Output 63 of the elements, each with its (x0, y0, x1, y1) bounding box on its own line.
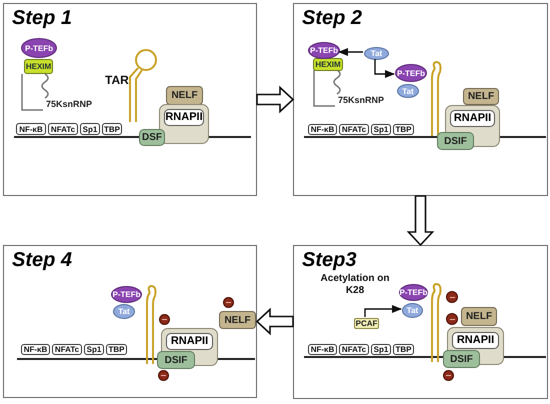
factor-block: NFATc (52, 344, 82, 355)
step-panel (293, 3, 548, 196)
protein-oval: Tat (397, 84, 419, 98)
arrow (374, 59, 395, 78)
step-panel (3, 245, 257, 398)
rna-hairpin (144, 285, 157, 365)
block-arrow (256, 308, 294, 336)
snrna-strand: 75KsnRNP (311, 70, 383, 107)
factor-block: Sp1 (371, 344, 391, 355)
factor-block: Sp1 (371, 124, 391, 135)
factor-block: TBP (102, 123, 122, 135)
snrna-strand: 75KsnRNP (19, 74, 91, 113)
factor-block: TBP (106, 344, 127, 355)
protein-block: DSIF (157, 351, 195, 369)
step-panel (293, 245, 548, 399)
protein-block: NELF (461, 307, 497, 326)
protein-oval: P-TEFb (111, 286, 142, 303)
factor-block: NF-κB (21, 344, 50, 355)
factor-block: NFATc (339, 124, 369, 135)
factor-block: Sp1 (80, 123, 100, 135)
arrow (338, 48, 363, 56)
block-arrow (406, 195, 434, 246)
factor-block: NF-κB (16, 123, 46, 135)
phosphate-circle (443, 370, 454, 381)
protein-block: NELF (463, 88, 499, 105)
protein-block: DSIF (437, 132, 474, 150)
protein-oval: P-TEFb (308, 42, 340, 59)
protein-block: DSIF (443, 350, 480, 368)
factor-block: Sp1 (84, 344, 104, 355)
protein-oval: P-TEFb (399, 284, 428, 301)
factor-block: TBP (393, 124, 414, 135)
factor-block: NF-κB (308, 124, 337, 135)
protein-block: HEXIM (24, 59, 53, 74)
protein-oval: Tat (113, 304, 135, 319)
phosphate-circle (446, 313, 458, 325)
phosphate-circle (446, 291, 458, 303)
protein-oval: Tat (364, 47, 389, 60)
block-arrow (256, 86, 294, 114)
protein-block: HEXIM (313, 58, 343, 71)
step-panel (3, 3, 257, 196)
phosphate-circle (223, 297, 234, 308)
protein-block: PCAF (354, 318, 379, 329)
factor-block: NF-κB (308, 344, 337, 355)
protein-block: NELF (219, 311, 256, 329)
step-title: Step 2 (302, 7, 362, 29)
factor-block: NFATc (48, 123, 78, 135)
protein-oval: P-TEFb (21, 38, 57, 58)
protein-oval: P-TEFb (395, 64, 427, 82)
step-title: Step3 (302, 249, 356, 271)
step-title: Step 4 (12, 249, 72, 271)
protein-block: NELF (166, 86, 203, 105)
factor-block: NFATc (339, 344, 369, 355)
edge-label: Acetylation on K28 (320, 273, 390, 297)
rna-hairpin (429, 283, 442, 363)
step-title: Step 1 (12, 7, 72, 29)
phosphate-circle (159, 314, 170, 325)
factor-block: TBP (393, 344, 414, 355)
rna-hairpin: TAR (105, 49, 158, 122)
protein-block: DSF (139, 129, 165, 146)
protein-oval: Tat (402, 303, 423, 318)
phosphate-circle (158, 370, 169, 381)
arrow (364, 305, 402, 317)
rna-hairpin (429, 61, 442, 137)
